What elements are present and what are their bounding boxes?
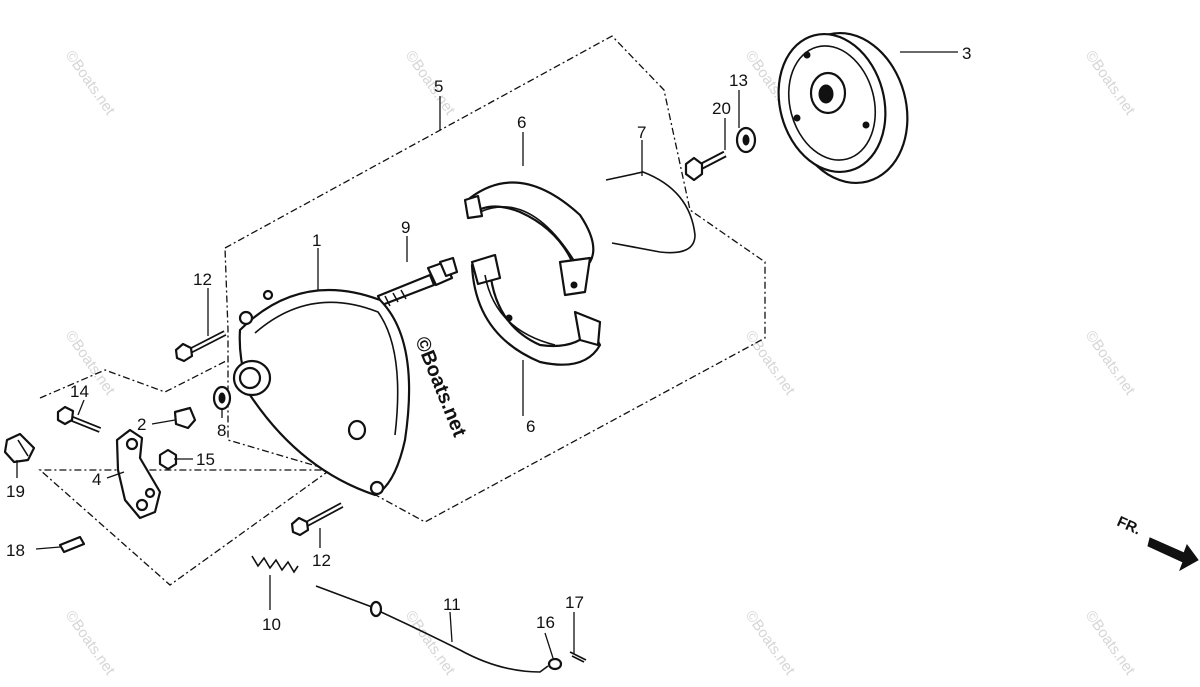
brake-drum: [777, 31, 909, 185]
callout-11: 11: [443, 595, 461, 614]
callout-6-upper: 6: [517, 113, 526, 132]
washer-13: [735, 126, 757, 154]
callout-13: 13: [729, 71, 748, 90]
watermark: ©Boats.net: [742, 328, 799, 399]
callout-6-lower: 6: [526, 417, 535, 436]
callout-15: 15: [196, 450, 215, 469]
callout-16: 16: [536, 613, 555, 632]
spring-10: [251, 555, 299, 574]
wear-indicator-2: [173, 406, 197, 430]
callout-17: 17: [565, 593, 584, 612]
center-stamp: ©Boats.net: [410, 334, 470, 441]
brake-shoe-lower: [470, 253, 602, 366]
callout-19: 19: [6, 482, 25, 501]
assembly-outline-4: [38, 359, 333, 586]
callout-14: 14: [70, 382, 89, 401]
watermark: ©Boats.net: [742, 608, 799, 679]
watermark: ©Boats.net: [1082, 48, 1139, 119]
pin-18: [58, 535, 86, 554]
callout-10: 10: [262, 615, 281, 634]
callout-18: 18: [6, 541, 25, 560]
callout-labels: 1 2 3 4 5 6 6 7 8 9 10 11 12 12 13 14 15…: [6, 44, 971, 634]
callout-7: 7: [637, 123, 646, 142]
return-spring: [605, 171, 696, 254]
front-direction-arrow: FR.: [1114, 513, 1199, 572]
callout-20: 20: [712, 99, 731, 118]
bolt-12-lower: [290, 502, 344, 537]
bolt-14: [56, 405, 102, 433]
callout-12-lower: 12: [312, 551, 331, 570]
pivot-bolt-9: [376, 256, 459, 307]
callout-8: 8: [217, 421, 226, 440]
callout-9: 9: [401, 218, 410, 237]
callout-3: 3: [962, 44, 971, 63]
leader-lines: [16, 51, 958, 659]
bolt-12-upper: [174, 330, 227, 363]
callout-5: 5: [434, 77, 443, 96]
cap-19: [3, 432, 36, 464]
pin-17: [569, 651, 587, 663]
watermark-group: ©Boats.net ©Boats.net ©Boats.net ©Boats.…: [62, 48, 1139, 679]
brake-rod-11: [315, 585, 549, 673]
front-direction-label: FR.: [1114, 513, 1143, 538]
callout-4: 4: [92, 470, 101, 489]
bolt-20: [684, 150, 727, 182]
watermark: ©Boats.net: [62, 608, 119, 679]
brake-arm-4: [115, 428, 162, 520]
callout-12-upper: 12: [193, 270, 212, 289]
callout-1: 1: [312, 231, 321, 250]
nut-15: [158, 448, 178, 471]
joint-16: [547, 657, 563, 671]
watermark: ©Boats.net: [62, 48, 119, 119]
watermark: ©Boats.net: [402, 48, 459, 119]
callout-2: 2: [137, 415, 146, 434]
seal-8: [212, 385, 232, 411]
brake-panel: [232, 288, 411, 497]
watermark: ©Boats.net: [1082, 608, 1139, 679]
brake-shoe-upper: [463, 181, 595, 297]
watermark: ©Boats.net: [1082, 328, 1139, 399]
